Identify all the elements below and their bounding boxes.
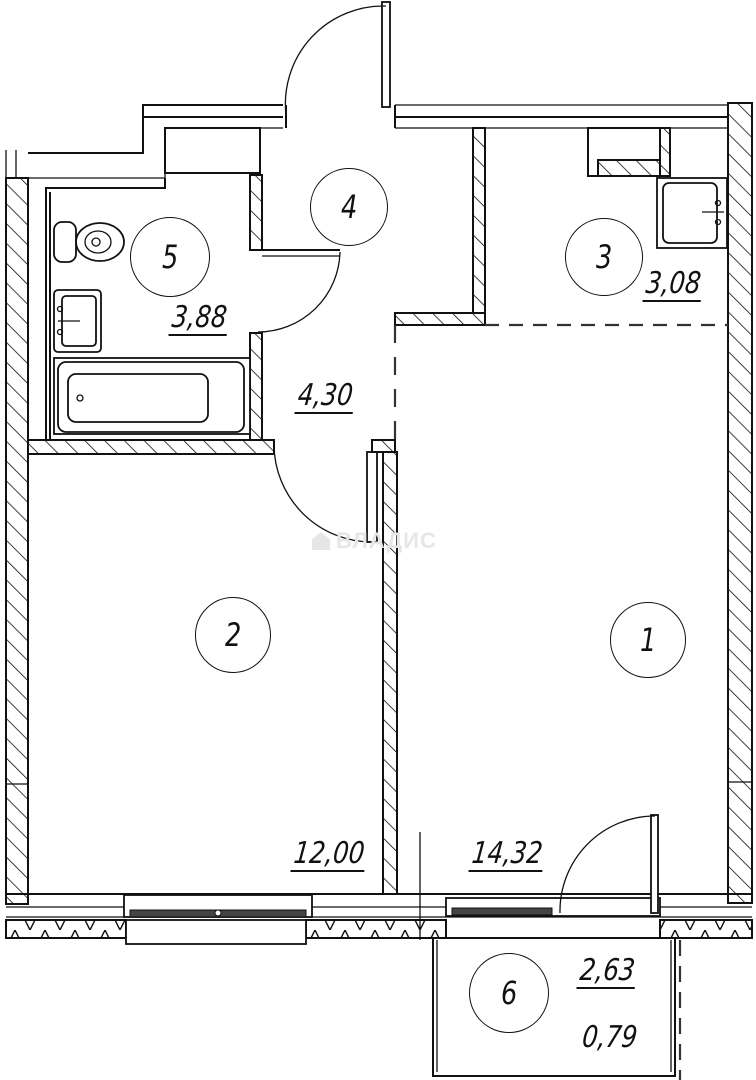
bathroom-walls <box>45 127 341 441</box>
bathtub <box>53 357 251 435</box>
room-area-2: 12,00 <box>290 836 368 872</box>
watermark: ВЛАДИС <box>312 528 437 554</box>
room-number-1: 1 <box>610 602 686 678</box>
outer-wall-left <box>5 150 29 905</box>
kitchen-fixtures <box>587 127 728 249</box>
balcony-door <box>419 814 661 940</box>
room-number-5: 5 <box>130 217 210 297</box>
room-area-6-secondary: 0,79 <box>580 1020 639 1055</box>
room-number-2: 2 <box>195 597 271 673</box>
entrance-door <box>284 1 396 128</box>
room-number-4: 4 <box>310 168 388 246</box>
room-number-3: 3 <box>565 218 643 296</box>
room-number-6: 6 <box>469 953 549 1033</box>
wall-bath-bedroom <box>27 439 275 455</box>
wall-bedroom-living <box>273 439 398 895</box>
balcony <box>432 937 682 1080</box>
room-area-1: 14,32 <box>468 836 546 872</box>
toilet <box>53 221 125 263</box>
room-area-3: 3,08 <box>642 266 705 302</box>
room-area-6: 2,63 <box>576 953 639 989</box>
room-area-5: 3,88 <box>168 300 231 336</box>
room-area-4: 4,30 <box>294 378 357 414</box>
bathroom-sink <box>53 289 102 353</box>
hallway-walls <box>393 127 728 440</box>
house-logo-icon <box>312 532 330 550</box>
bedroom-window <box>123 894 313 945</box>
outer-wall-right <box>727 102 753 904</box>
